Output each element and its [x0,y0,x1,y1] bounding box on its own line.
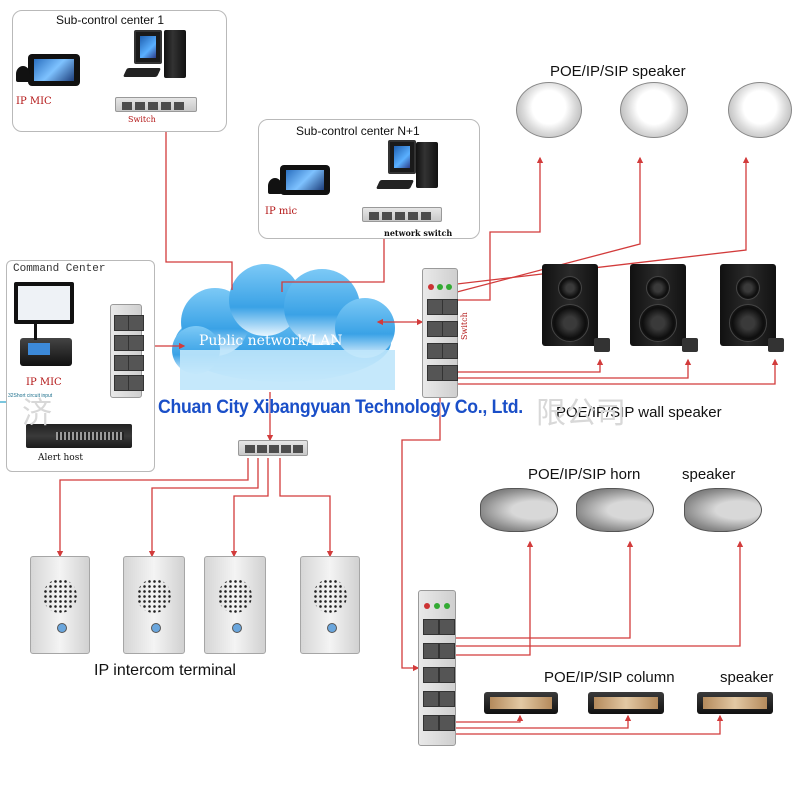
column-speaker-icon [588,692,664,714]
lower-switch-icon [418,590,456,746]
column-speaker-title: POE/IP/SIP column [544,669,675,686]
poe-module-icon [594,338,610,352]
command-center-title: Command Center [13,263,106,275]
keyboard-icon [375,180,415,189]
horn-speaker-title-suffix: speaker [682,466,736,483]
short-circuit-input-label: 32Short circuit input [8,393,53,399]
public-network-label: Public network/LAN [199,333,343,349]
intercom-terminal-icon [123,556,185,654]
horn-speaker-icon [576,488,654,532]
network-switch-icon [115,97,197,112]
computer-tower-icon [416,142,438,188]
horn-speaker-icon [480,488,558,532]
intercom-switch-icon [238,440,308,456]
intercom-terminal-icon [300,556,360,654]
monitor-icon [388,140,416,174]
switch-label: Switch [128,115,156,124]
sub-control-center-1-title: Sub-control center 1 [56,13,165,27]
tablet-icon [28,54,80,86]
sub-control-center-n-title: Sub-control center N+1 [296,124,420,138]
ceiling-speaker-icon [728,82,792,138]
horn-speaker-title: POE/IP/SIP horn [528,466,641,483]
column-speaker-icon [484,692,558,714]
column-speaker-icon [697,692,773,714]
poe-module-icon [682,338,698,352]
network-switch-icon [362,207,442,222]
main-switch-icon [422,268,458,398]
monitor-icon [134,30,162,64]
watermark-cn-right: 限公司 [536,396,626,431]
public-network-cloud [172,264,395,390]
wall-speaker-title: POE/IP/SIP wall speaker [556,404,722,421]
alert-host-label: Alert host [38,453,83,463]
main-switch-label: Switch [460,312,469,340]
paging-console-icon [20,338,72,366]
wall-speaker-icon [630,264,686,346]
command-center-switch-icon [110,304,144,398]
ceiling-speaker-icon [620,82,688,138]
microphone-icon [268,178,282,194]
intercom-terminal-icon [204,556,266,654]
company-watermark: Chuan City Xibangyuan Technology Co., Lt… [158,397,523,418]
wall-speaker-icon [542,264,598,346]
keyboard-icon [122,68,162,77]
ip-mic-label: IP MIC [26,377,62,388]
gooseneck-mic-icon [34,322,37,340]
control-screen-icon [14,282,74,324]
computer-tower-icon [164,30,186,78]
poe-module-icon [768,338,784,352]
alert-host-icon [26,424,132,448]
ceiling-speaker-icon [516,82,582,138]
intercom-title: IP intercom terminal [94,662,236,679]
ip-mic-label: IP mic [265,206,298,217]
microphone-icon [16,66,30,82]
column-speaker-title-suffix: speaker [720,669,774,686]
watermark-cn-left: 济 [22,396,52,431]
ceiling-speaker-title: POE/IP/SIP speaker [550,63,686,80]
network-switch-label: network switch [384,228,453,238]
wall-speaker-icon [720,264,776,346]
tablet-icon [280,165,330,195]
horn-speaker-icon [684,488,762,532]
ip-mic-label: IP MIC [16,96,52,107]
intercom-terminal-icon [30,556,90,654]
